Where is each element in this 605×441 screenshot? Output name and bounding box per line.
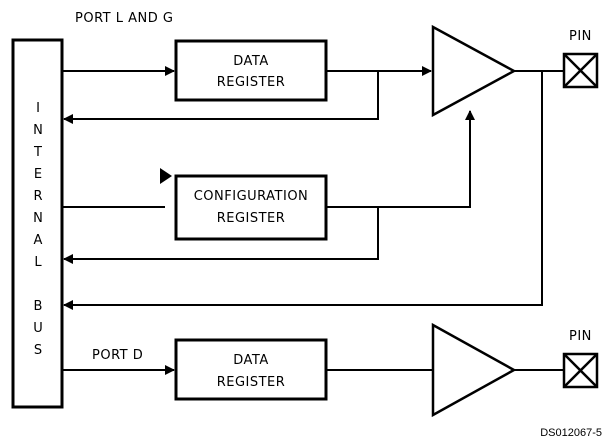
bus-letter: U	[33, 321, 43, 336]
config-enable-arrow	[326, 110, 475, 208]
config-register-line2: REGISTER	[217, 211, 286, 226]
config-readback-arrow	[63, 207, 379, 264]
configuration-register	[174, 174, 328, 241]
port-d-label: PORT D	[92, 348, 143, 363]
pin-top	[562, 52, 599, 89]
internal-bus-label: I N T E R N A L B U S	[33, 101, 43, 358]
data-register-bottom	[174, 338, 328, 401]
bus-letter: I	[36, 101, 40, 116]
output-buffer-bottom	[431, 322, 517, 418]
data-register-top-line2: REGISTER	[217, 75, 286, 90]
bus-letter: N	[33, 211, 43, 226]
config-clock-arrowhead	[160, 168, 172, 184]
bus-letter: T	[33, 145, 42, 160]
data-register-top-line1: DATA	[233, 54, 269, 69]
bus-letter: E	[34, 167, 42, 182]
data-register-bottom-line1: DATA	[233, 353, 269, 368]
bus-letter: L	[34, 255, 42, 270]
bus-letter: B	[34, 299, 43, 314]
pin-readback-arrow	[63, 71, 543, 310]
data-register-readback-arrow	[63, 71, 379, 124]
config-register-line1: CONFIGURATION	[194, 189, 309, 204]
internal-bus	[11, 38, 64, 409]
output-buffer-top	[431, 24, 517, 118]
pin-bottom	[562, 352, 599, 389]
port-lg-label: PORT L AND G	[75, 11, 173, 26]
bus-letter: A	[34, 233, 43, 248]
bus-letter: N	[33, 123, 43, 138]
data-register-top	[174, 39, 328, 102]
data-register-bottom-line2: REGISTER	[217, 375, 286, 390]
bus-letter: S	[34, 343, 42, 358]
pin-bottom-label: PIN	[569, 329, 592, 344]
doc-number: DS012067-5	[540, 427, 602, 439]
bus-letter: R	[33, 189, 42, 204]
pin-top-label: PIN	[569, 29, 592, 44]
